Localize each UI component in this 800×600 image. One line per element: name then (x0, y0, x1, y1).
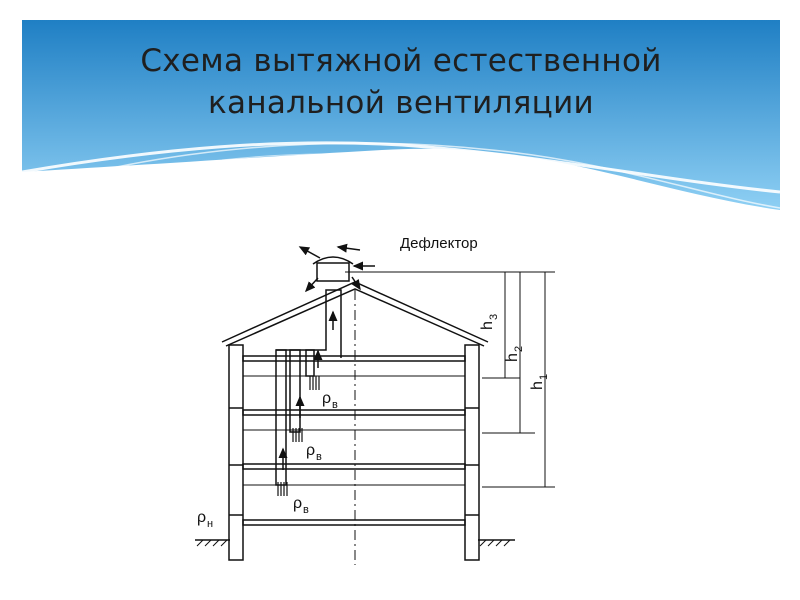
deflector (312, 256, 354, 282)
header-banner (22, 20, 780, 210)
slide-title: Схема вытяжной естественной канальной ве… (22, 40, 780, 124)
rho-letter: ρ (306, 442, 315, 459)
ventilation-diagram: Дефлектор h 3 h 2 h 1 ρ в ρ в ρ в ρ н (195, 235, 555, 565)
h2-subscript: 2 (513, 346, 525, 352)
rho-subscript: в (332, 399, 338, 411)
dimension-lines (345, 271, 555, 488)
rho-subscript: в (316, 451, 322, 463)
title-line-2: канальной вентиляции (208, 85, 594, 121)
h1-subscript: 1 (538, 374, 550, 380)
h1-letter: h (529, 381, 546, 390)
floor-slabs (242, 355, 466, 526)
rho-letter: ρ (293, 495, 302, 512)
rho-in-label-floor2: ρ в (306, 442, 322, 463)
left-wall (228, 344, 244, 561)
rho-letter: ρ (197, 509, 206, 526)
ground-left (195, 539, 230, 547)
title-line-1: Схема вытяжной естественной (140, 43, 662, 79)
right-wall (464, 344, 480, 561)
h3-subscript: 3 (488, 314, 500, 320)
rho-in-label-floor3: ρ в (322, 390, 338, 411)
vent-grilles (277, 376, 320, 496)
rho-in-label-floor1: ρ в (293, 495, 309, 516)
ground-right (478, 539, 515, 547)
rho-letter: ρ (322, 390, 331, 407)
h1-label: h 1 (529, 374, 550, 390)
rho-subscript: в (303, 504, 309, 516)
h3-label: h 3 (479, 314, 500, 330)
h2-letter: h (504, 353, 521, 362)
h2-label: h 2 (504, 346, 525, 362)
h3-letter: h (479, 321, 496, 330)
flow-arrows (278, 243, 375, 470)
rho-out-label: ρ н (197, 509, 213, 530)
deflector-label: Дефлектор (400, 235, 478, 252)
rho-subscript: н (207, 518, 213, 530)
